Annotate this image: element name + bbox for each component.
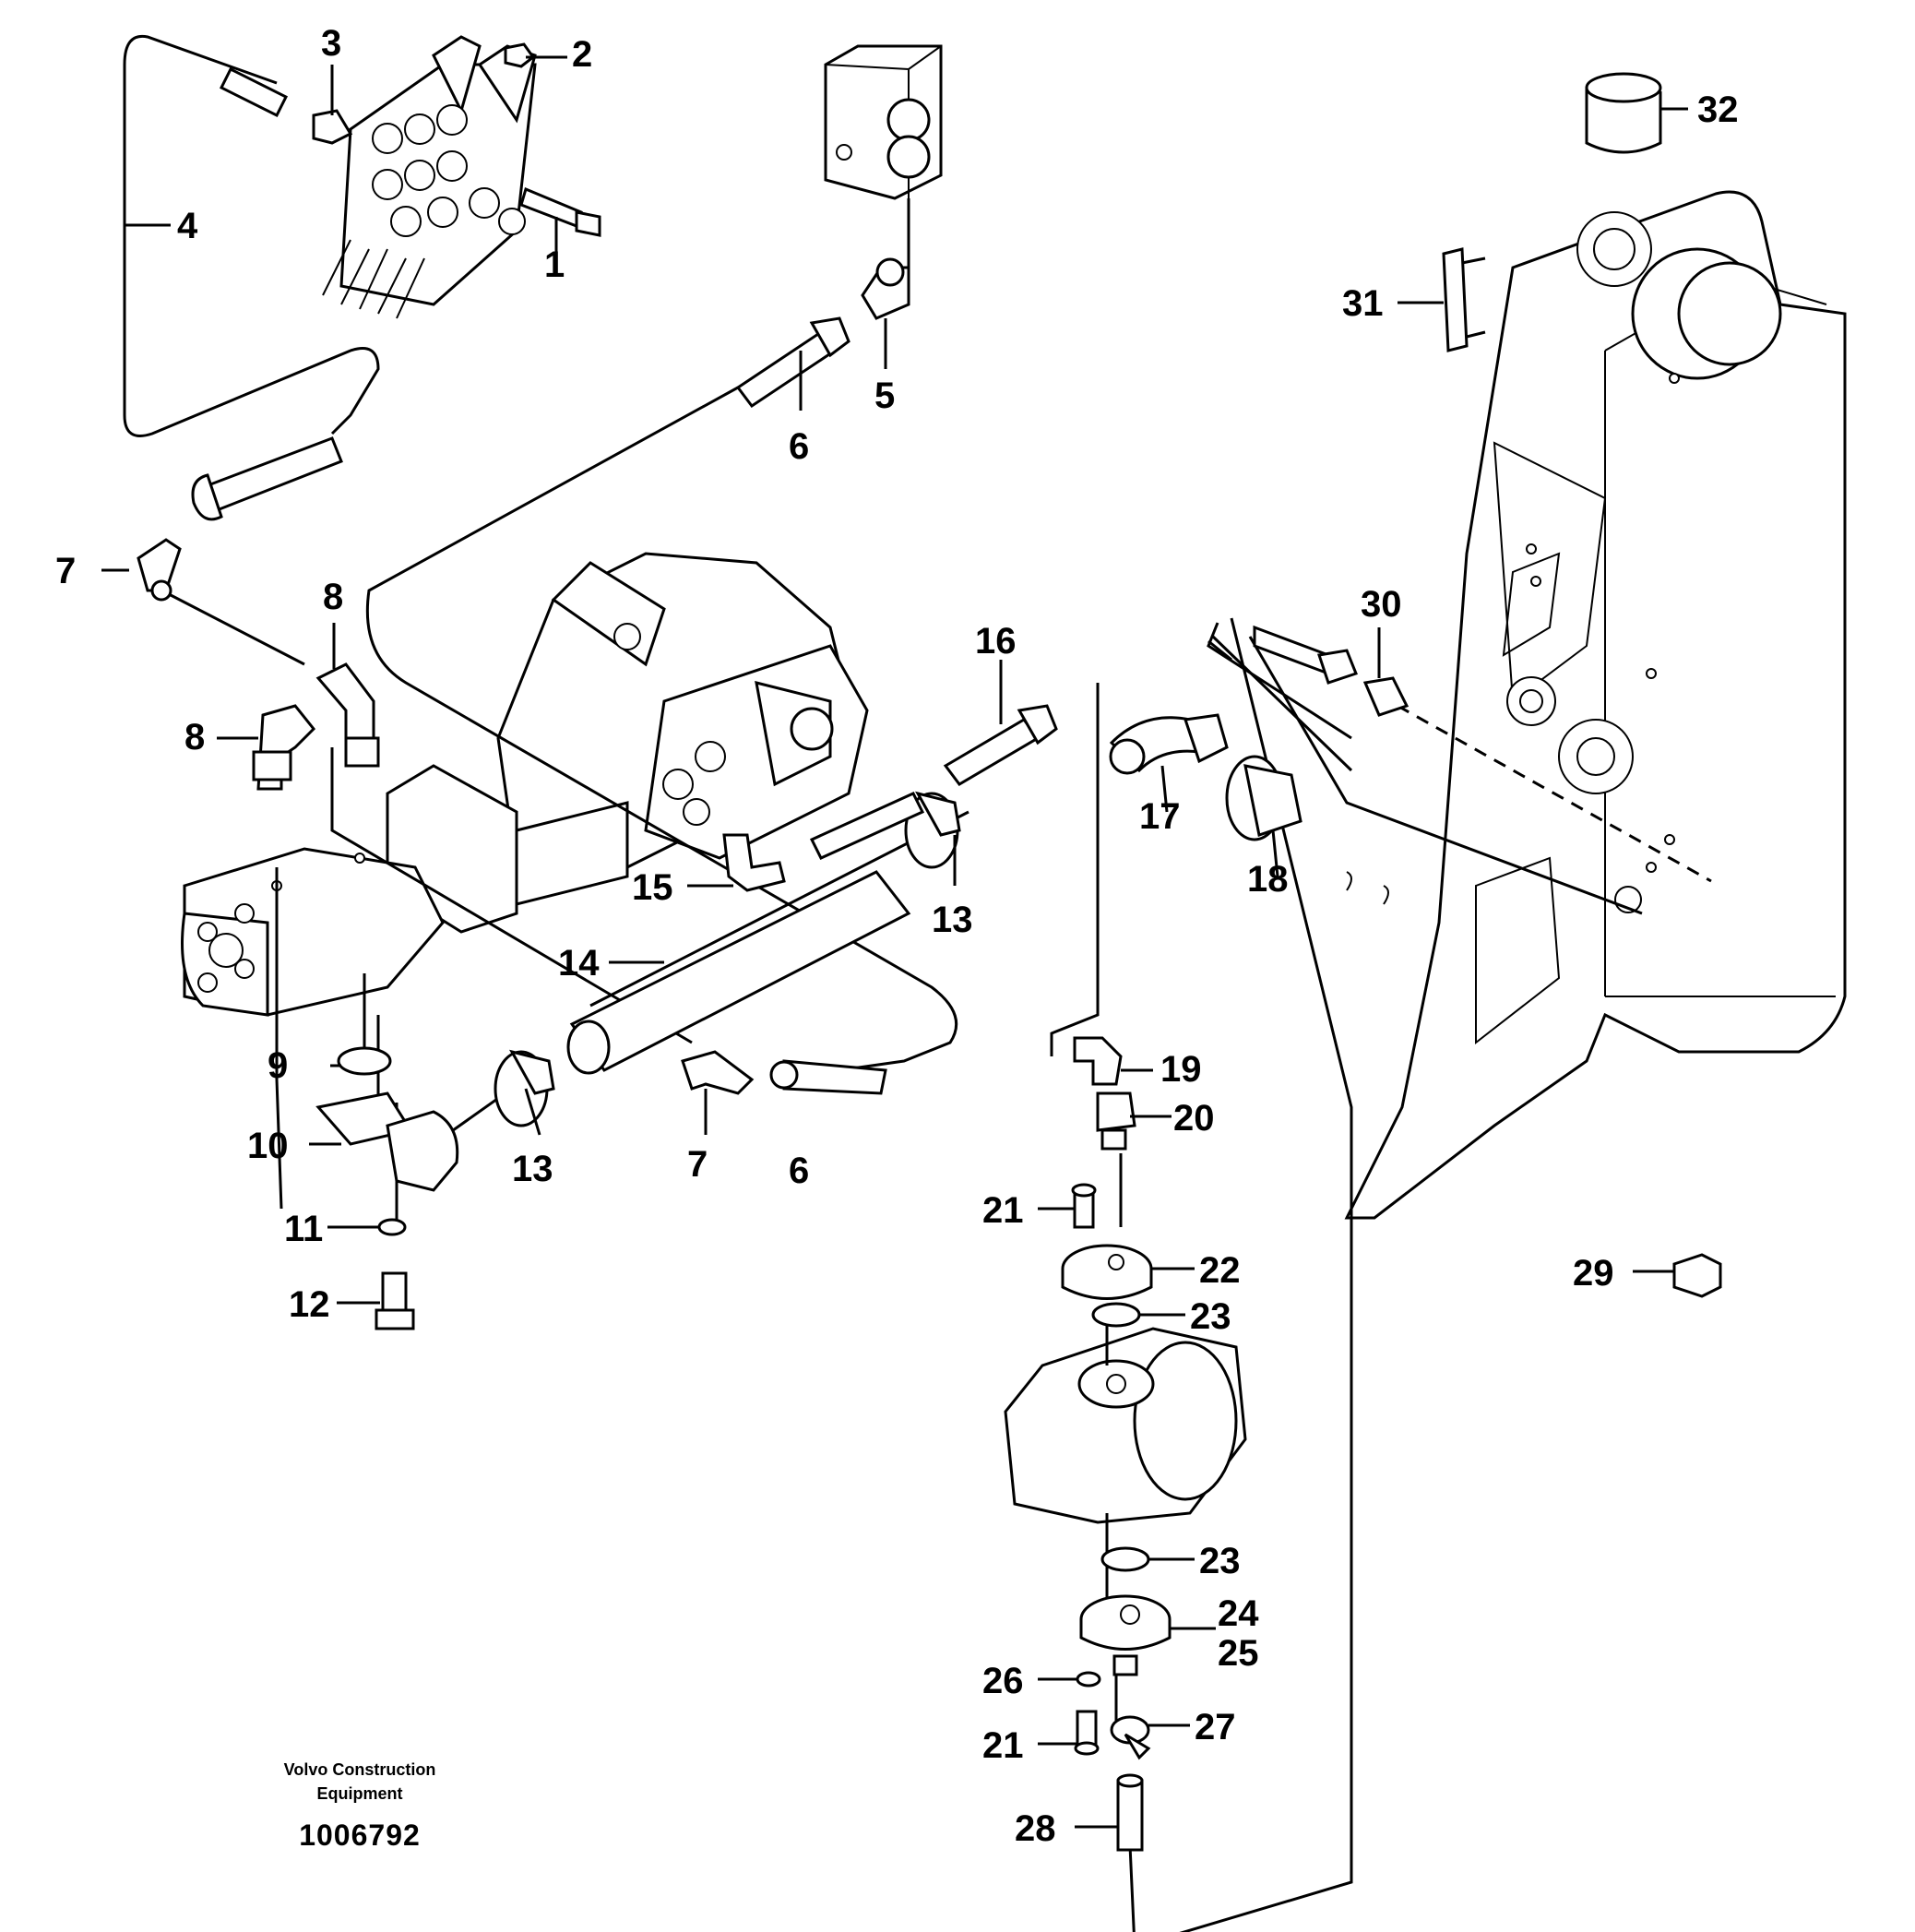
part-5-elbow <box>861 257 910 320</box>
part-6-hose-end-bottom <box>769 1059 887 1095</box>
callout-14: 14 <box>558 943 600 984</box>
callout-8-left: 8 <box>184 717 205 757</box>
callout-23-upper: 23 <box>1190 1296 1231 1337</box>
part-16-hose-end <box>809 704 1058 860</box>
hose-item-4 <box>123 34 380 437</box>
part-1-bolt <box>519 186 601 237</box>
drawing-number: 1006792 <box>299 1819 421 1852</box>
manufacturer-line-2: Equipment <box>316 1784 403 1803</box>
callout-10: 10 <box>247 1126 289 1166</box>
part-2-nut <box>504 42 536 68</box>
callout-21-upper: 21 <box>982 1190 1024 1231</box>
part-6-hose-end-top <box>735 316 850 409</box>
drawing-footer: Volvo Construction Equipment 1006792 <box>249 1758 470 1853</box>
callout-31: 31 <box>1342 283 1384 324</box>
callout-8-right: 8 <box>323 577 343 617</box>
callout-20: 20 <box>1173 1098 1215 1139</box>
callout-1: 1 <box>544 244 565 285</box>
manufacturer-line-1: Volvo Construction <box>283 1760 436 1779</box>
part-21-bolt-upper <box>1071 1183 1097 1229</box>
part-8-elbow-right <box>315 662 380 768</box>
callout-25: 25 <box>1218 1633 1259 1674</box>
callout-24: 24 <box>1218 1593 1259 1634</box>
callout-13-lower: 13 <box>512 1149 553 1189</box>
hoses <box>123 34 1643 1932</box>
callout-3: 3 <box>321 23 341 64</box>
part-11-washer <box>377 1218 407 1236</box>
callout-7-left: 7 <box>55 551 76 591</box>
callout-28: 28 <box>1015 1808 1056 1849</box>
callout-19: 19 <box>1160 1049 1202 1090</box>
part-19-elbow <box>1073 1036 1123 1086</box>
part-23-o-ring-upper <box>1091 1302 1141 1328</box>
callout-12: 12 <box>289 1284 330 1325</box>
callout-29: 29 <box>1573 1253 1614 1294</box>
part-31-bracket <box>1442 247 1486 352</box>
callout-2: 2 <box>572 34 592 75</box>
part-24-25-flange <box>1079 1594 1172 1676</box>
part-26-washer <box>1076 1671 1101 1688</box>
callout-26: 26 <box>982 1661 1024 1701</box>
transmission-pump-assembly <box>181 552 869 1017</box>
part-30-adapter <box>1253 625 1409 717</box>
part-8-elbow-left <box>252 704 316 791</box>
callout-30: 30 <box>1361 584 1402 625</box>
part-22-flange <box>1061 1244 1153 1300</box>
drive-motor <box>1004 1327 1247 1524</box>
part-28-hose <box>1116 1773 1144 1852</box>
callout-22: 22 <box>1199 1250 1241 1291</box>
part-17-elbow <box>1109 713 1229 775</box>
assembly-centerline <box>1397 704 1712 883</box>
valve-block <box>824 44 943 200</box>
loader-arm-frame <box>1344 190 1847 1220</box>
part-20-adapter <box>1096 1091 1136 1151</box>
callout-23-lower: 23 <box>1199 1541 1241 1581</box>
callout-13-upper: 13 <box>932 900 973 940</box>
callout-32: 32 <box>1697 89 1739 130</box>
part-7-elbow-bottom <box>681 1050 755 1095</box>
callout-6-top: 6 <box>789 426 809 467</box>
callout-15: 15 <box>632 867 673 908</box>
callout-4: 4 <box>177 206 198 246</box>
callout-18: 18 <box>1247 859 1289 900</box>
part-14-hose <box>566 870 911 1075</box>
part-13-clamp-lower <box>494 1049 555 1127</box>
control-valve <box>322 35 537 319</box>
part-6-hose-end-left <box>191 436 343 521</box>
callout-16: 16 <box>975 621 1017 662</box>
part-10-flange <box>315 1091 459 1192</box>
part-15-fitting <box>722 833 786 892</box>
callout-6-bottom: 6 <box>789 1151 809 1191</box>
part-29-plug <box>1672 1253 1722 1298</box>
part-32-cap <box>1585 72 1662 154</box>
callout-27: 27 <box>1195 1707 1236 1747</box>
callout-7-bottom: 7 <box>687 1144 708 1185</box>
part-27-clamp <box>1110 1715 1151 1760</box>
part-18-coupling <box>1225 755 1302 841</box>
callout-21-lower: 21 <box>982 1725 1024 1766</box>
callout-5: 5 <box>874 376 895 416</box>
part-7-elbow-left <box>137 538 182 602</box>
part-9-o-ring <box>337 1046 392 1076</box>
callout-17: 17 <box>1139 796 1181 837</box>
callout-11: 11 <box>284 1209 323 1249</box>
callout-labels: 1 2 3 4 5 6 6 7 7 8 8 9 10 11 12 13 13 1… <box>55 23 1739 1849</box>
part-12-bolt <box>375 1271 415 1330</box>
part-23-o-ring-lower <box>1100 1546 1150 1572</box>
leader-lines <box>101 55 1688 1829</box>
part-21-bolt-lower <box>1074 1710 1100 1756</box>
callout-9: 9 <box>268 1045 288 1086</box>
